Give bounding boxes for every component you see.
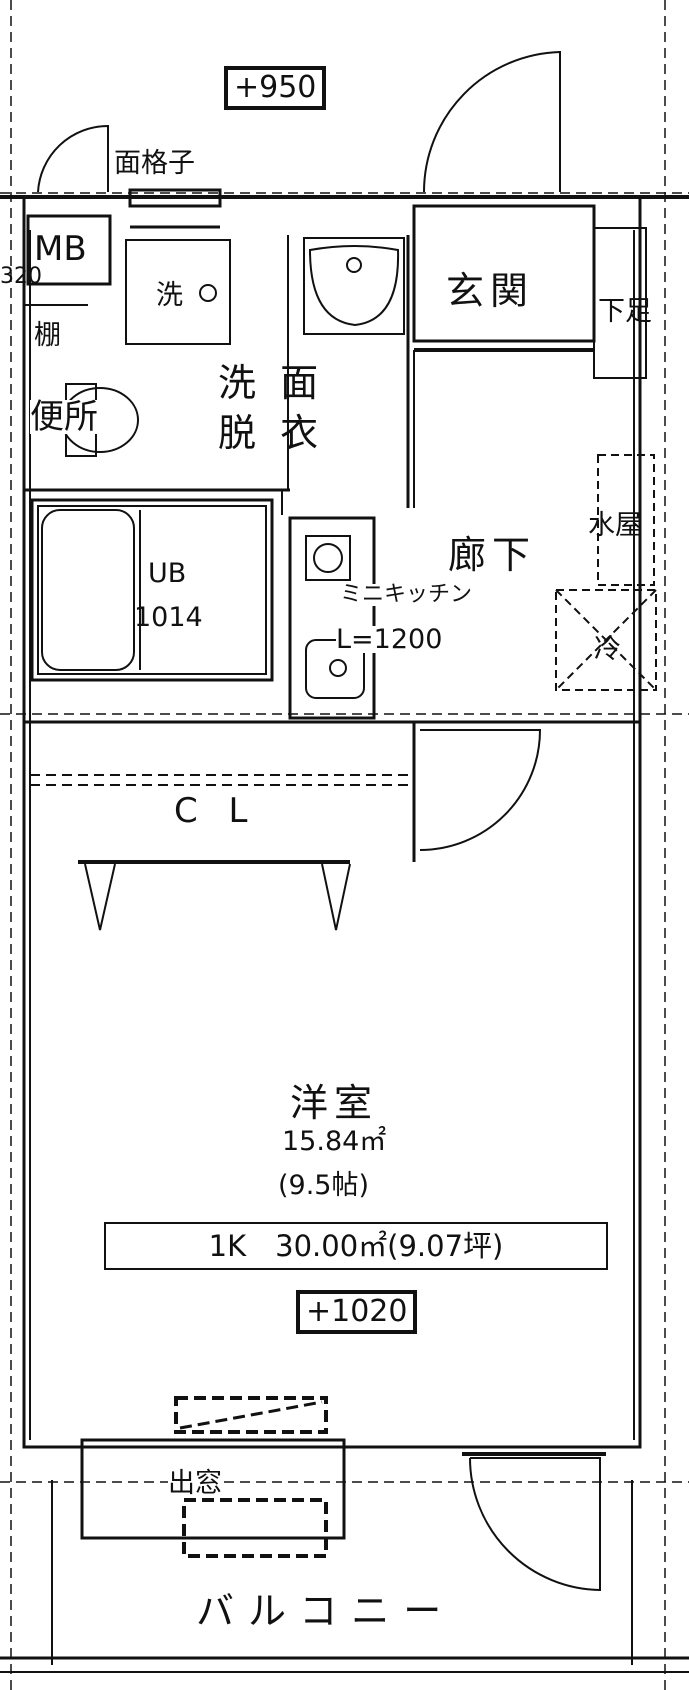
unit-bath-inner — [37, 505, 267, 675]
shoe-box-label: 下足 — [598, 296, 652, 327]
mb-dimension: 320 — [0, 264, 42, 289]
toilet-label: 便所 — [30, 397, 98, 437]
washroom-label-1: 洗 面 — [218, 361, 325, 405]
kitchen-label-1: ミニキッチン — [340, 582, 473, 607]
bay-window-label: 出窓 — [168, 1468, 222, 1499]
lattice-label: 面格子 — [114, 148, 195, 179]
lattice-window — [128, 188, 222, 208]
room-area: 15.84㎡ — [282, 1126, 387, 1157]
kitchen-stove — [305, 535, 351, 581]
kitchen-burner — [313, 543, 343, 573]
washing-machine — [125, 239, 231, 345]
wash-basin-bowl — [308, 245, 400, 327]
washing-machine-drain — [199, 284, 217, 302]
closet-door-right — [321, 863, 351, 931]
door-swing-room — [419, 729, 542, 851]
room-name: 洋室 — [290, 1081, 379, 1125]
fridge-cross-2 — [555, 589, 657, 691]
unit-bath-label-2: 1014 — [134, 602, 203, 633]
entrance-label: 玄関 — [446, 269, 535, 313]
fridge-label: 冷 — [594, 634, 621, 665]
shoe-cabinet — [593, 227, 647, 379]
bay-window-top — [174, 1396, 328, 1434]
unit-summary: 1K 30.00㎡(9.07坪) — [104, 1222, 608, 1270]
washroom-label-2: 脱 衣 — [218, 411, 325, 455]
mb-box — [26, 214, 112, 286]
kitchen-label-2: L=1200 — [336, 624, 443, 655]
wall-outer — [22, 195, 642, 1449]
unit-bath — [30, 498, 274, 682]
wash-basin — [303, 237, 405, 335]
floor-level-bottom: +1020 — [296, 1290, 418, 1334]
door-swing-entrance — [423, 50, 561, 193]
closet-door-left — [84, 863, 116, 931]
unit-bath-label-1: UB — [148, 558, 187, 589]
room-tatami: (9.5帖) — [278, 1170, 370, 1201]
bay-window-frame — [80, 1438, 346, 1540]
door-swing-mb — [37, 124, 109, 193]
shelf-label: 棚 — [34, 320, 61, 351]
washer-label: 洗 — [156, 280, 183, 311]
corridor-label: 廊下 — [448, 533, 537, 577]
utility-area — [597, 454, 655, 586]
kitchen-tap — [329, 659, 347, 677]
wash-basin-tap — [346, 257, 362, 273]
utility-label: 水屋 — [588, 510, 642, 541]
bay-window-bottom — [182, 1498, 328, 1558]
closet-label: C L — [174, 791, 258, 831]
bay-window-diagonal — [179, 1400, 323, 1430]
mini-kitchen — [288, 516, 376, 720]
bathtub — [41, 509, 135, 671]
mb-label: MB — [34, 229, 87, 269]
door-swing-balcony — [469, 1457, 601, 1592]
floor-level-top: +950 — [224, 66, 327, 110]
fridge-area — [555, 589, 657, 691]
kitchen-sink — [305, 639, 365, 699]
balcony-label: バルコニー — [196, 1589, 456, 1633]
